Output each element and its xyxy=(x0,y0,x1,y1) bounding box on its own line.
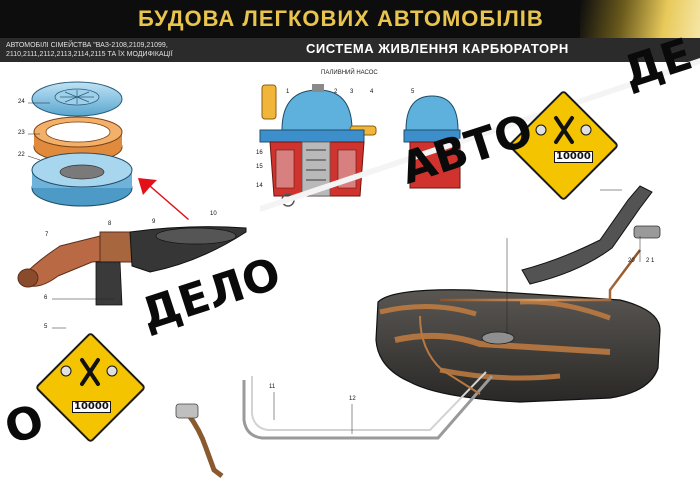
fuel-pump-title: ПАЛИВНИЙ НАСОС xyxy=(321,70,378,76)
callout-5: 5 xyxy=(44,324,48,330)
pump-callout-16: 16 xyxy=(256,150,263,156)
pump-callout-14: 14 xyxy=(256,183,263,189)
callout-21: 2 1 xyxy=(646,258,655,264)
callout-22: 22 xyxy=(18,152,25,158)
air-filter-housing xyxy=(31,152,133,207)
pump-callout-2: 2 xyxy=(334,89,338,95)
intake-assembly xyxy=(17,226,247,306)
callout-leaders-right xyxy=(273,189,641,434)
header-gold-accent xyxy=(580,0,700,38)
fuel-lines xyxy=(175,249,641,478)
callout-11: 11 xyxy=(269,384,276,390)
callout-24: 24 xyxy=(18,99,25,105)
flow-arrow xyxy=(138,178,189,220)
callout-7: 7 xyxy=(45,232,49,238)
poster-title: БУДОВА ЛЕГКОВИХ АВТОМОБІЛІВ xyxy=(138,6,544,31)
pump-callout-3: 3 xyxy=(350,89,354,95)
pump-callout-4: 4 xyxy=(370,89,374,95)
callout-12: 12 xyxy=(349,396,356,402)
callout-10: 10 xyxy=(210,211,217,217)
brand-badge-top xyxy=(509,91,618,200)
callout-leaders-left xyxy=(27,102,114,329)
system-title: СИСТЕМА ЖИВЛЕННЯ КАРБЮРАТОРН xyxy=(306,41,569,56)
pump-callout-5: 5 xyxy=(411,89,415,95)
vehicle-series-text: АВТОМОБІЛІ СІМЕЙСТВА "ВАЗ-2108,2109,2109… xyxy=(6,42,173,58)
folded-panel-edge xyxy=(260,58,700,212)
pump-callout-1: 1 xyxy=(286,89,290,95)
badge-counter-top: 10000 xyxy=(554,151,593,163)
callout-20: 20 xyxy=(628,258,635,264)
air-filter-cover xyxy=(31,81,123,117)
badge-counter-bottom: 10000 xyxy=(72,401,111,413)
pump-callout-15: 15 xyxy=(256,164,263,170)
filler-pipe xyxy=(521,185,661,285)
brand-badge-bottom xyxy=(36,333,145,442)
callout-8: 8 xyxy=(108,221,112,227)
subheader-bar xyxy=(0,38,700,62)
callout-23: 23 xyxy=(18,130,25,136)
callout-9: 9 xyxy=(152,219,156,225)
fuel-tank xyxy=(375,289,661,403)
callout-6: 6 xyxy=(44,295,48,301)
